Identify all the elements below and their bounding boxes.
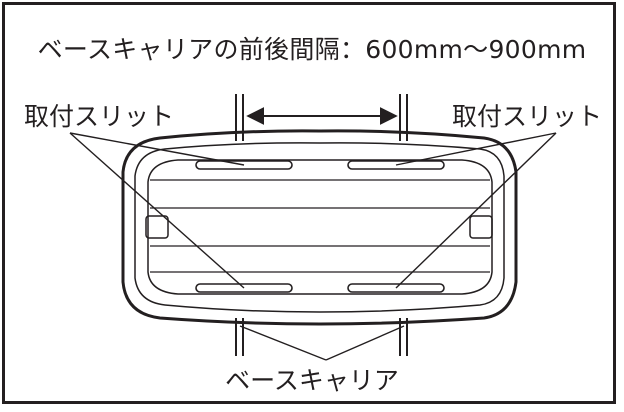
leader-carrier-right: [325, 325, 405, 361]
side-handle-left: [145, 215, 169, 239]
label-base-carrier: ベースキャリア: [225, 366, 399, 395]
diagram-title: ベースキャリアの前後間隔：600mm〜900mm: [37, 35, 587, 64]
leader-left-to-top-slit: [69, 132, 245, 166]
mount-slit-bottom-right: [347, 283, 445, 293]
side-handle-right: [469, 215, 493, 239]
roof-box-lid-edge: [147, 159, 493, 295]
diagram-frame: [2, 2, 616, 404]
mount-slit-bottom-left: [195, 283, 293, 293]
label-mount-slit-right: 取付スリット: [452, 102, 603, 131]
leader-right-to-bottom-slit: [395, 132, 557, 289]
label-mount-slit-left: 取付スリット: [24, 102, 175, 131]
mount-slit-top-right: [347, 160, 445, 170]
base-carrier-bars: [235, 94, 408, 356]
leader-left-to-bottom-slit: [69, 132, 245, 289]
roof-box-inner-outline: [134, 142, 505, 313]
roof-box: [121, 129, 518, 326]
mount-slit-top-left: [195, 160, 293, 170]
leader-right-to-top-slit: [395, 132, 557, 166]
roof-box-outer-outline: [121, 129, 518, 326]
leader-lines: [69, 132, 557, 361]
leader-carrier-left: [239, 325, 327, 361]
